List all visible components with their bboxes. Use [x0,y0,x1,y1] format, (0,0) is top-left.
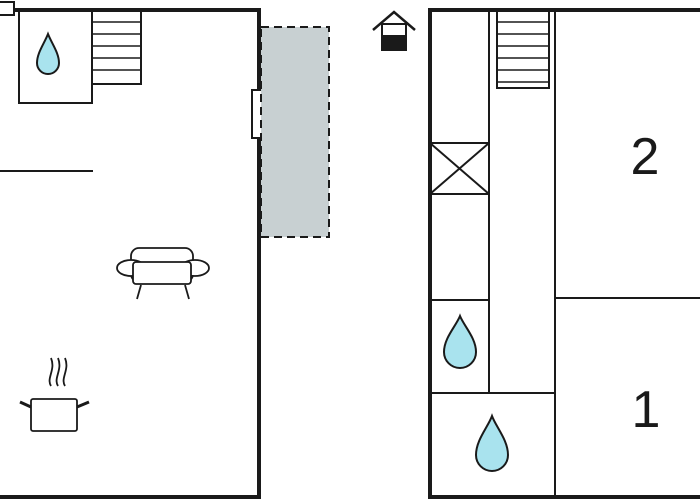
room-label-bedroom-2: 2 [631,128,660,186]
left-floor [0,1,267,499]
entrance-house-icon [372,10,416,51]
terrace-area [260,26,330,238]
corner-fixture [0,1,15,16]
water-drop-icon [474,413,510,472]
right-floor: 2 1 [428,8,700,499]
cooking-pot-icon [19,357,90,432]
stairs-icon [496,9,550,89]
right-floor-outer-wall [428,8,700,499]
water-drop-icon [442,313,478,369]
room-label-bedroom-1: 1 [632,381,661,439]
water-drop-icon [35,31,61,75]
stairs-icon [91,9,142,85]
open-void-cross-icon [429,142,490,195]
sofa-icon [116,247,210,300]
